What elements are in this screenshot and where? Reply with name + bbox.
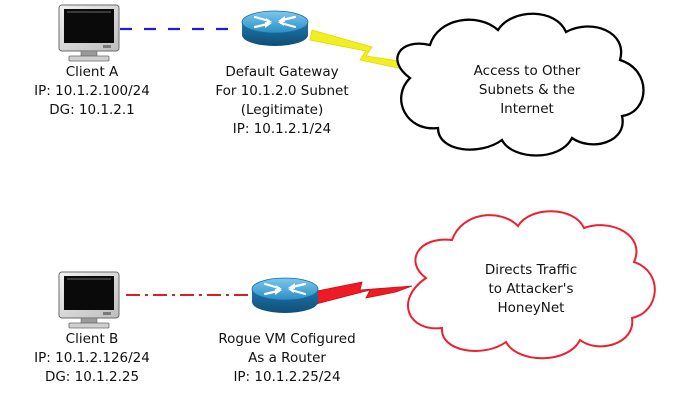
honeynet-cloud-line1: Directs Traffic <box>484 262 578 278</box>
client-b-label: Client B IP: 10.1.2.126/24 DG: 10.1.2.25 <box>0 330 184 387</box>
rogue-router-icon <box>250 276 320 315</box>
internet-cloud-line3: Internet <box>500 101 554 117</box>
gateway-label: Default Gateway For 10.1.2.0 Subnet (Leg… <box>190 63 374 139</box>
gateway-router-icon <box>240 9 310 48</box>
client-a-label: Client A IP: 10.1.2.100/24 DG: 10.1.2.1 <box>0 63 184 120</box>
client-a-dg: DG: 10.1.2.1 <box>49 102 135 118</box>
internet-cloud-line2: Subnets & the <box>478 82 576 98</box>
honeynet-cloud-line3: HoneyNet <box>497 300 565 316</box>
rogue-router-line1: Rogue VM Cofigured <box>218 331 356 347</box>
client-b-computer-icon <box>58 271 120 329</box>
client-b-name: Client B <box>65 331 119 347</box>
bolt-router-to-cloud-b <box>311 281 413 305</box>
honeynet-cloud-label: Directs Traffic to Attacker's HoneyNet <box>446 261 616 318</box>
rogue-router-label: Rogue VM Cofigured As a Router IP: 10.1.… <box>195 330 379 387</box>
client-a-name: Client A <box>65 64 119 80</box>
internet-cloud-shape <box>396 12 645 157</box>
rogue-router-line3: IP: 10.1.2.25/24 <box>233 369 341 385</box>
rogue-router-line2: As a Router <box>248 350 326 366</box>
client-a-computer-icon <box>58 4 120 62</box>
client-a-ip: IP: 10.1.2.100/24 <box>34 83 150 99</box>
gateway-label-line1: Default Gateway <box>225 64 339 80</box>
client-b-ip: IP: 10.1.2.126/24 <box>34 350 150 366</box>
gateway-label-line4: IP: 10.1.2.1/24 <box>232 121 332 137</box>
internet-cloud-label: Access to Other Subnets & the Internet <box>442 62 612 119</box>
honeynet-cloud-line2: to Attacker's <box>488 281 574 297</box>
bolt-gateway-to-cloud-a <box>309 29 421 69</box>
gateway-label-line3: (Legitimate) <box>240 102 324 118</box>
honeynet-cloud-shape <box>407 210 656 360</box>
internet-cloud-line1: Access to Other <box>473 63 581 79</box>
client-b-dg: DG: 10.1.2.25 <box>44 369 140 385</box>
gateway-label-line2: For 10.1.2.0 Subnet <box>215 83 349 99</box>
